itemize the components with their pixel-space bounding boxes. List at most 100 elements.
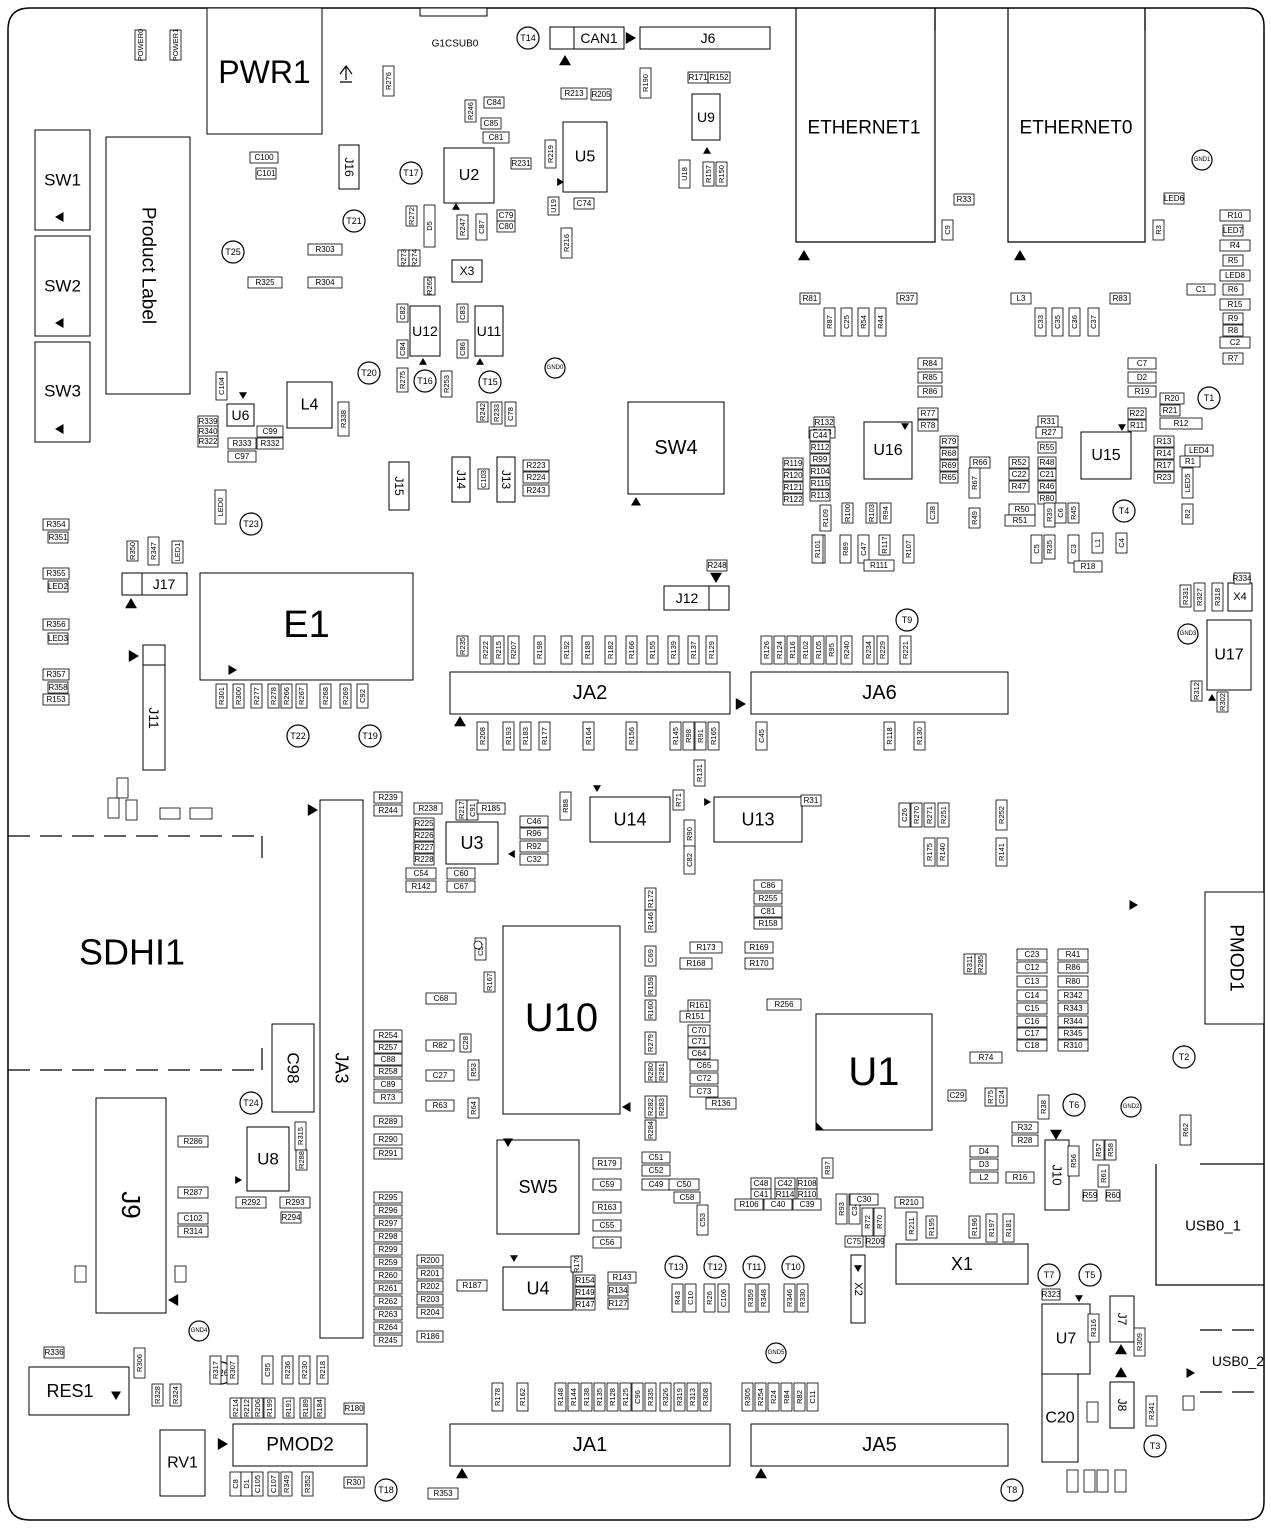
part-r193 <box>502 721 515 751</box>
part-c54 <box>405 867 437 880</box>
refdes-r293: R293 <box>285 1198 305 1207</box>
refdes-r114: R114 <box>776 1190 795 1199</box>
refdes-r93: R93 <box>837 1202 846 1216</box>
refdes-c16: C16 <box>1025 1017 1040 1026</box>
refdes-r319: R319 <box>675 1388 684 1406</box>
part-r352 <box>301 1471 314 1497</box>
refdes-r199: R199 <box>265 1399 274 1417</box>
test-point-gnd4 <box>188 1320 210 1342</box>
part-r100 <box>841 502 854 524</box>
part-r257 <box>373 1041 403 1054</box>
u11-outline <box>474 305 504 357</box>
j15-label: J15 <box>392 476 406 496</box>
refdes-c30: C30 <box>857 1195 872 1204</box>
ethernet0-label: ETHERNET0 <box>1020 118 1133 139</box>
j13-label: J13 <box>499 470 513 490</box>
ja3-outline <box>319 799 364 1339</box>
refdes-r327: R327 <box>1195 588 1204 606</box>
part-undefined <box>125 799 138 821</box>
pin1-marker-icon <box>735 698 746 710</box>
part-power0 <box>134 29 147 61</box>
part-r65 <box>939 471 959 484</box>
part-r325 <box>247 276 283 289</box>
refdes-r235: R235 <box>458 637 467 655</box>
part-r347 <box>147 536 160 566</box>
sdhi1-label: SDHI1 <box>79 932 185 973</box>
refdes-c47: C47 <box>859 542 868 556</box>
refdes-r282: R282 <box>646 1098 655 1116</box>
pin1-marker-icon <box>703 147 711 154</box>
part-r43 <box>671 1283 684 1313</box>
part-c53 <box>696 1204 709 1236</box>
refdes-d4: D4 <box>979 1147 990 1156</box>
refdes-r267: R267 <box>297 687 306 705</box>
refdes-r203: R203 <box>420 1295 440 1304</box>
refdes-r53: R53 <box>469 1063 478 1077</box>
part-c86 <box>753 879 783 892</box>
refdes-r272: R272 <box>407 207 416 225</box>
refdes-r147: R147 <box>575 1300 595 1309</box>
part-r148 <box>554 1382 567 1412</box>
part-r192 <box>560 635 573 665</box>
part-r162 <box>516 1382 529 1412</box>
part-c37 <box>1087 307 1100 337</box>
part-r68 <box>939 447 959 460</box>
part-r144 <box>567 1382 580 1412</box>
test-point-label-t3: T3 <box>1150 1441 1161 1451</box>
refdes-r207: R207 <box>509 641 518 659</box>
refdes-c68: C68 <box>434 994 449 1003</box>
refdes-r146: R146 <box>646 912 655 930</box>
part-r283 <box>655 1095 668 1119</box>
refdes-r302: R302 <box>1218 693 1227 711</box>
refdes-r225: R225 <box>414 819 434 828</box>
test-point-label-t23: T23 <box>243 519 259 529</box>
test-point-label-t17: T17 <box>403 168 419 178</box>
pin1-marker-icon <box>1208 694 1216 701</box>
part-r234 <box>862 635 875 665</box>
part-u19 <box>547 196 560 216</box>
test-point-label-t1: T1 <box>1204 393 1215 403</box>
test-point-t12 <box>703 1255 727 1279</box>
refdes-r89: R89 <box>841 542 850 556</box>
can1-pin-block <box>549 26 575 50</box>
sw5-label: SW5 <box>518 1177 557 1197</box>
refdes-c88: C88 <box>381 1055 396 1064</box>
product-label-outline <box>105 136 191 395</box>
test-point-label-t10: T10 <box>785 1262 801 1272</box>
part-r5 <box>1222 254 1244 267</box>
refdes-r84: R84 <box>782 1390 791 1404</box>
refdes-r325: R325 <box>255 278 275 287</box>
part-c3 <box>1067 534 1080 564</box>
refdes-r286: R286 <box>183 1137 203 1146</box>
part-r82 <box>425 1039 455 1052</box>
refdes-c46: C46 <box>527 817 542 826</box>
part-c40 <box>763 1198 793 1211</box>
part-r267 <box>295 683 308 709</box>
part-r195 <box>925 1215 938 1239</box>
part-c64 <box>687 1047 711 1060</box>
refdes-c86: C86 <box>761 881 776 890</box>
sw4-label: SW4 <box>654 437 697 459</box>
u5-label: U5 <box>575 149 596 166</box>
refdes-r316: R316 <box>1089 1319 1098 1337</box>
refdes-c36: C36 <box>1070 315 1079 329</box>
part-r118 <box>883 721 896 751</box>
part-r289 <box>373 1115 403 1128</box>
refdes-r279: R279 <box>646 1034 655 1052</box>
part-r47 <box>1008 480 1030 493</box>
refdes-c28: C28 <box>461 1036 470 1050</box>
part-r309 <box>1133 1327 1146 1357</box>
l4-label: L4 <box>301 397 319 414</box>
refdes-r352: R352 <box>303 1475 312 1493</box>
sw4-outline <box>627 401 725 495</box>
c98-label: C98 <box>284 1052 303 1083</box>
refdes-r343: R343 <box>1063 1004 1083 1013</box>
refdes-r179: R179 <box>597 1159 617 1168</box>
refdes-r169: R169 <box>749 943 769 952</box>
refdes-r106: R106 <box>739 1200 759 1209</box>
part-r215 <box>492 635 505 665</box>
refdes-r242: R242 <box>478 403 487 421</box>
refdes-c35: C35 <box>1053 315 1062 329</box>
refdes-r274: R274 <box>410 249 419 267</box>
refdes-r294: R294 <box>281 1213 301 1222</box>
